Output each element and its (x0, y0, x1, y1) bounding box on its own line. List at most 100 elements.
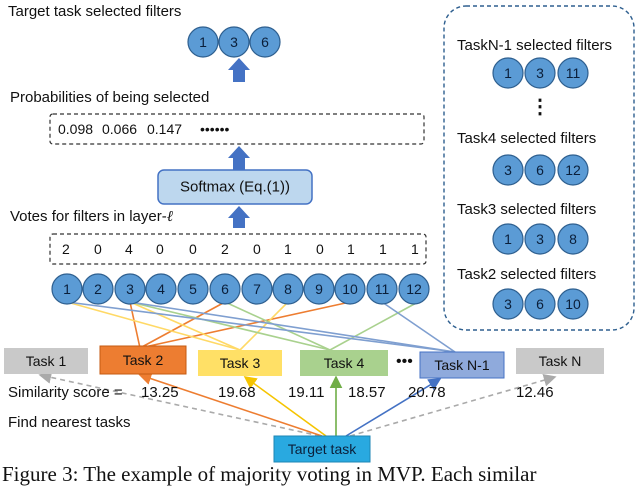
side-filter-number: 8 (569, 231, 577, 247)
side-filter-number: 3 (536, 231, 544, 247)
filter-circle: 4 (145, 273, 177, 305)
side-filter-circle: 3 (524, 223, 556, 255)
vote-value: 1 (347, 241, 355, 257)
votes-label-text: Votes for filters in layer- (10, 208, 167, 225)
similarity-value: 13.25 (141, 384, 179, 401)
similarity-label: Similarity score = (8, 384, 123, 401)
probabilities-label: Probabilities of being selected (10, 89, 209, 106)
probability-value: 0.147 (147, 121, 182, 137)
task-ellipsis: ••• (396, 353, 413, 370)
side-filter-circle: 6 (524, 288, 556, 320)
side-filter-circle: 3 (524, 57, 556, 89)
filter-number: 5 (189, 281, 197, 297)
similarity-row: Similarity score = 13.25 19.68 19.11 18.… (8, 384, 554, 401)
filter-number: 3 (126, 281, 134, 297)
task-box: Task 1 (4, 348, 88, 374)
task-label: Task 1 (26, 353, 67, 369)
vote-value: 4 (125, 241, 133, 257)
up-arrow-icon (228, 58, 250, 82)
filter-circle: 3 (114, 273, 146, 305)
task-filter-connections (66, 301, 456, 353)
probabilities-box (49, 113, 425, 145)
side-filter-circle: 12 (557, 154, 589, 186)
target-filter-circle: 1 (187, 26, 219, 58)
task-label: Task N-1 (434, 357, 489, 373)
similarity-value: 18.57 (348, 384, 386, 401)
task-label: Task 4 (324, 355, 365, 371)
side-filter-circle: 3 (492, 288, 524, 320)
task-label: Task N (539, 353, 582, 369)
target-selected-title: Target task selected filters (8, 3, 181, 20)
side-group: Task2 selected filters 3 6 10 (457, 266, 596, 320)
target-filter-circle: 3 (218, 26, 250, 58)
softmax-box (157, 169, 313, 205)
filter-number: 7 (253, 281, 261, 297)
side-filter-number: 6 (536, 162, 544, 178)
vote-value: 2 (221, 241, 229, 257)
side-filter-number: 3 (504, 162, 512, 178)
filter-circle: 2 (82, 273, 114, 305)
side-group: Task3 selected filters 1 3 8 (457, 201, 596, 255)
target-filter-number: 3 (230, 34, 238, 50)
side-filter-circle: 11 (557, 57, 589, 89)
probability-value: 0.098 (58, 121, 93, 137)
target-filter-circle: 6 (249, 26, 281, 58)
side-group: TaskN-1 selected filters 1 3 11 (457, 37, 612, 89)
target-filter-number: 1 (199, 34, 207, 50)
side-filter-circle: 3 (492, 154, 524, 186)
filter-number: 12 (406, 281, 422, 297)
task-box: Task 3 (198, 350, 282, 376)
task-row: Task 1 Task 2 Task 3 Task 4 ••• Task N-1… (4, 345, 604, 379)
task-label: Task 3 (220, 355, 261, 371)
side-group-label: Task2 selected filters (457, 266, 596, 283)
votes-values: 2 0 4 0 0 2 0 1 0 1 1 1 (62, 241, 419, 257)
votes-box (49, 233, 427, 265)
side-filter-circle: 10 (557, 288, 589, 320)
probability-ellipsis: •••••• (200, 121, 230, 137)
votes-label: Votes for filters in layer-ℓ (10, 208, 173, 225)
target-task-box: Target task (273, 435, 371, 463)
side-filter-number: 12 (565, 162, 581, 178)
side-group-label: Task3 selected filters (457, 201, 596, 218)
side-filter-circle: 6 (524, 154, 556, 186)
side-group-label: TaskN-1 selected filters (457, 37, 612, 54)
vote-value: 0 (316, 241, 324, 257)
filter-circle: 12 (398, 273, 430, 305)
filter-number: 10 (342, 281, 358, 297)
probability-value: 0.066 (102, 121, 137, 137)
filter-circle: 1 (51, 273, 83, 305)
filter-number: 8 (284, 281, 292, 297)
similarity-value: 12.46 (516, 384, 554, 401)
side-filter-circle: 1 (492, 223, 524, 255)
filter-row: 1 2 3 4 5 6 7 8 9 10 11 12 (51, 273, 430, 305)
side-filter-number: 1 (504, 65, 512, 81)
filter-number: 2 (94, 281, 102, 297)
target-task-arrows (38, 371, 557, 437)
task-box: Task 4 (300, 350, 388, 376)
similarity-value: 20.78 (408, 384, 446, 401)
filter-circle: 10 (334, 273, 366, 305)
side-filter-number: 3 (504, 296, 512, 312)
vote-value: 0 (156, 241, 164, 257)
find-nearest-label: Find nearest tasks (8, 414, 131, 431)
filter-circle: 8 (272, 273, 304, 305)
side-filter-circle: 8 (557, 223, 589, 255)
up-arrow-icon (228, 206, 250, 228)
side-filter-number: 3 (536, 65, 544, 81)
side-group-label: Task4 selected filters (457, 130, 596, 147)
filter-circle: 7 (241, 273, 273, 305)
vote-value: 0 (253, 241, 261, 257)
side-filter-number: 11 (566, 65, 581, 81)
vote-value: 1 (284, 241, 292, 257)
filter-number: 11 (375, 281, 390, 297)
vote-value: 1 (411, 241, 419, 257)
filter-circle: 9 (303, 273, 335, 305)
vote-value: 0 (94, 241, 102, 257)
filter-number: 4 (157, 281, 165, 297)
filter-number: 1 (63, 281, 71, 297)
softmax-label: Softmax (Eq.(1)) (180, 179, 290, 196)
side-filter-circle: 1 (492, 57, 524, 89)
vote-value: 0 (189, 241, 197, 257)
side-group: Task4 selected filters 3 6 12 (457, 130, 596, 186)
side-filter-number: 1 (504, 231, 512, 247)
